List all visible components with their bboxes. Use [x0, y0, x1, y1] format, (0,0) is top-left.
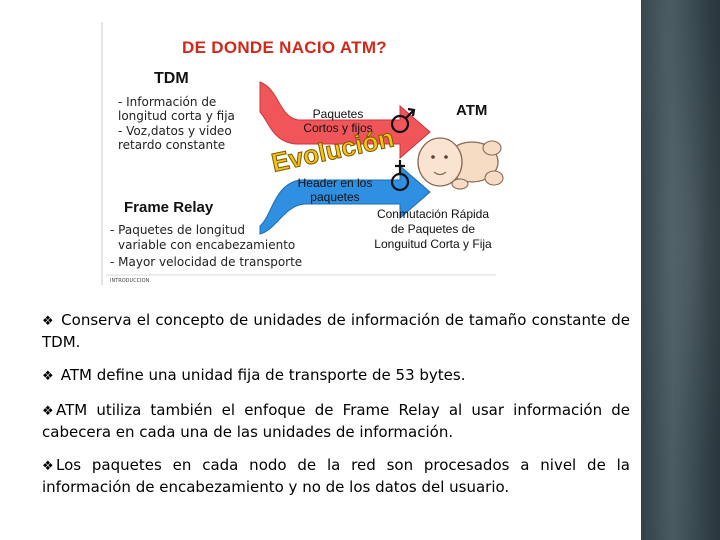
- conmutacion-line-2: de Paquetes de: [366, 222, 500, 236]
- diamond-bullet-icon: ❖: [42, 367, 56, 387]
- diamond-bullet-icon: ❖: [42, 457, 56, 477]
- paragraph-text: Los paquetes en cada nodo de la red son …: [42, 456, 630, 496]
- fr-bullet-2: - Mayor velocidad de transporte: [110, 255, 302, 270]
- tdm-bullet-1-cont: longitud corta y fija: [118, 109, 235, 124]
- paragraph-3: ❖ATM utiliza también el enfoque de Frame…: [42, 400, 630, 442]
- atm-heading: ATM: [456, 102, 487, 119]
- paragraph-text: Conserva el concepto de unidades de info…: [42, 311, 630, 351]
- fr-bullet-1-cont: variable con encabezamiento: [118, 238, 295, 253]
- decorative-sidebar: [641, 0, 720, 540]
- paragraph-text: ATM define una unidad fija de transporte…: [61, 366, 466, 384]
- frame-relay-heading: Frame Relay: [124, 199, 213, 216]
- tdm-bullet-1: - Información de: [118, 95, 216, 110]
- fr-bullet-1: - Paquetes de longitud: [110, 223, 245, 238]
- paragraph-2: ❖ ATM define una unidad fija de transpor…: [42, 365, 630, 387]
- bottom-arrow-label-1: Header en los: [280, 176, 390, 190]
- diamond-bullet-icon: ❖: [42, 402, 56, 422]
- figure-title: DE DONDE NACIO ATM?: [182, 38, 387, 58]
- tdm-heading: TDM: [154, 70, 189, 88]
- paragraph-text: ATM utiliza también el enfoque de Frame …: [42, 401, 630, 441]
- atm-origin-figure: DE DONDE NACIO ATM? TDM - Información de…: [100, 20, 504, 290]
- bottom-arrow-label-2: paquetes: [280, 190, 390, 204]
- slide-body: ❖ Conserva el concepto de unidades de in…: [42, 310, 630, 510]
- conmutacion-line-1: Conmutación Rápida: [366, 207, 500, 221]
- tdm-bullet-2-cont: retardo constante: [118, 138, 225, 153]
- figure-footer-label: INTRODUCCION: [110, 278, 149, 284]
- baby-illustration-icon: [418, 138, 503, 189]
- top-arrow-label-1: Paquetes: [286, 107, 390, 121]
- paragraph-4: ❖Los paquetes en cada nodo de la red son…: [42, 455, 630, 497]
- tdm-bullet-2: - Voz,datos y video: [118, 124, 232, 139]
- conmutacion-line-3: Longuitud Corta y Fija: [366, 237, 500, 251]
- diamond-bullet-icon: ❖: [42, 312, 56, 332]
- paragraph-1: ❖ Conserva el concepto de unidades de in…: [42, 310, 630, 352]
